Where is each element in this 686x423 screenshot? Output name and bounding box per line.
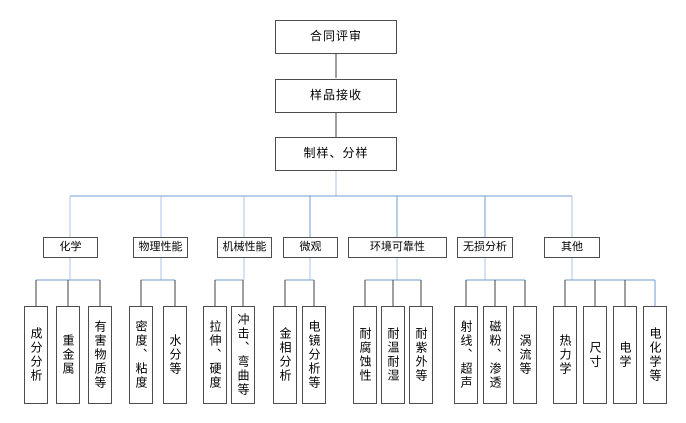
node-leaf-heavy-metals: 重金属 — [56, 306, 80, 404]
leaf-label: 电镜分析等 — [307, 320, 321, 390]
leaf-label: 金相分析 — [278, 327, 292, 383]
leaf-label: 涡流等 — [518, 334, 532, 376]
leaf-label: 电学 — [618, 341, 632, 369]
leaf-label: 冲击、弯曲等 — [236, 313, 250, 397]
node-category-microscopic: 微观 — [283, 237, 338, 258]
leaf-label: 耐紫外等 — [414, 327, 428, 383]
node-leaf-electrochemistry: 电化学等 — [643, 306, 667, 404]
node-leaf-corrosion-resistance: 耐腐蚀性 — [353, 306, 377, 404]
leaf-label: 尺寸 — [588, 341, 602, 369]
node-category-physical-properties: 物理性能 — [133, 237, 188, 258]
node-category-mechanical-properties: 机械性能 — [217, 237, 272, 258]
node-leaf-thermodynamics: 热力学 — [553, 306, 577, 404]
leaf-label: 射线、超声 — [459, 320, 473, 390]
leaf-label: 水分等 — [168, 334, 182, 376]
node-leaf-density-viscosity: 密度、粘度 — [129, 306, 153, 404]
leaf-label: 有害物质等 — [93, 320, 107, 390]
node-leaf-magnetic-penetrant: 磁粉、渗透 — [483, 306, 507, 404]
node-sample-preparation: 制样、分样 — [275, 137, 397, 171]
node-leaf-moisture: 水分等 — [163, 306, 187, 404]
leaf-label: 磁粉、渗透 — [488, 320, 502, 390]
node-leaf-hazardous-substances: 有害物质等 — [88, 306, 112, 404]
node-category-environmental-reliability: 环境可靠性 — [348, 237, 447, 258]
leaf-label: 拉伸、硬度 — [208, 320, 222, 390]
leaf-label: 重金属 — [61, 334, 75, 376]
node-leaf-metallographic-analysis: 金相分析 — [273, 306, 297, 404]
node-leaf-electrical: 电学 — [613, 306, 637, 404]
node-leaf-eddy-current: 涡流等 — [513, 306, 537, 404]
leaf-label: 热力学 — [558, 334, 572, 376]
node-sample-receiving: 样品接收 — [275, 79, 397, 113]
leaf-label: 耐腐蚀性 — [358, 327, 372, 383]
leaf-label: 成分分析 — [29, 327, 43, 383]
node-leaf-electron-microscopy: 电镜分析等 — [302, 306, 326, 404]
node-leaf-dimensions: 尺寸 — [583, 306, 607, 404]
node-category-nondestructive-analysis: 无损分析 — [457, 237, 513, 258]
node-leaf-impact-bending: 冲击、弯曲等 — [231, 306, 255, 404]
leaf-label: 电化学等 — [648, 327, 662, 383]
leaf-label: 密度、粘度 — [134, 320, 148, 390]
node-category-chemistry: 化学 — [43, 237, 98, 258]
node-leaf-radiography-ultrasound: 射线、超声 — [454, 306, 478, 404]
node-leaf-temperature-humidity-resistance: 耐温耐湿 — [381, 306, 405, 404]
node-leaf-uv-resistance: 耐紫外等 — [409, 306, 433, 404]
node-leaf-tensile-hardness: 拉伸、硬度 — [203, 306, 227, 404]
node-category-others: 其他 — [544, 237, 600, 258]
leaf-label: 耐温耐湿 — [386, 327, 400, 383]
node-leaf-composition-analysis: 成分分析 — [24, 306, 48, 404]
node-contract-review: 合同评审 — [275, 20, 397, 54]
